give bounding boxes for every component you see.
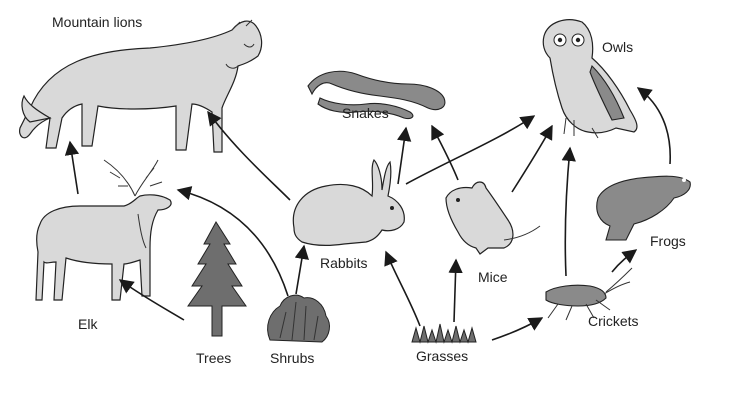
elk-illustration	[35, 159, 172, 301]
arrow-crickets-to-owls	[561, 146, 576, 277]
label-mountain-lions: Mountain lions	[52, 14, 142, 30]
arrow-rabbits-to-owls	[405, 115, 536, 185]
arrow-mice-to-owls	[511, 124, 553, 193]
mountain-lion-illustration	[19, 19, 263, 153]
arrow-frogs-to-owls	[636, 87, 671, 165]
label-mice: Mice	[478, 269, 508, 285]
arrow-grasses-to-crickets	[491, 317, 544, 341]
arrow-shrubs-to-rabbits	[294, 244, 309, 295]
arrow-rabbits-to-snakes	[397, 126, 412, 185]
frog-illustration	[596, 175, 691, 241]
tree-illustration	[187, 221, 247, 337]
snake-illustration	[307, 70, 446, 120]
rabbit-illustration	[292, 158, 405, 246]
label-grasses: Grasses	[416, 348, 468, 364]
arrow-mice-to-snakes	[431, 124, 459, 181]
arrow-grasses-to-rabbits	[384, 250, 421, 327]
label-frogs: Frogs	[650, 233, 686, 249]
cricket-illustration	[545, 267, 633, 321]
arrow-trees-to-elk	[118, 279, 185, 321]
arrow-rabbits-to-mountain-lions	[207, 110, 291, 201]
grass-illustration	[411, 323, 477, 344]
label-crickets: Crickets	[588, 313, 639, 329]
arrow-shrubs-to-elk	[176, 186, 289, 297]
mouse-illustration	[445, 181, 541, 255]
label-snakes: Snakes	[342, 105, 389, 121]
arrow-crickets-to-frogs	[611, 249, 638, 273]
arrow-grasses-to-mice	[448, 258, 463, 323]
label-trees: Trees	[196, 350, 231, 366]
label-rabbits: Rabbits	[320, 255, 367, 271]
label-elk: Elk	[78, 316, 98, 332]
label-shrubs: Shrubs	[270, 350, 314, 366]
label-owls: Owls	[602, 39, 633, 55]
shrub-illustration	[267, 294, 330, 343]
arrow-elk-to-mountain-lions	[64, 140, 80, 195]
owl-illustration	[542, 19, 638, 139]
